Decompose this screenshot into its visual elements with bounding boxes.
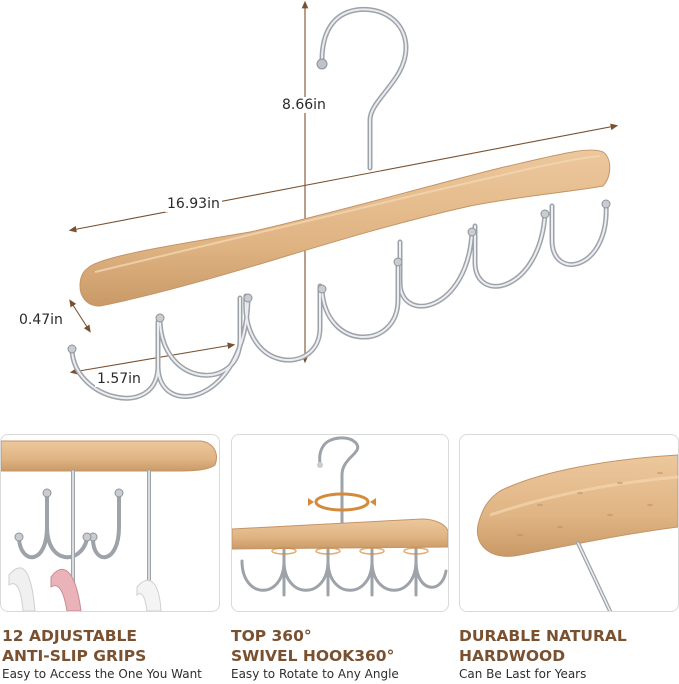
grips-closeup-image	[1, 440, 217, 611]
hardwood-closeup-image	[476, 454, 678, 611]
height-label: 8.66in	[280, 97, 328, 113]
swivel-closeup-image	[232, 436, 448, 597]
spacing-label: 1.57in	[95, 371, 143, 387]
hanger-drawing	[67, 0, 619, 401]
panel-swivel	[231, 434, 449, 612]
feature-3-subtitle: Can Be Last for Years	[459, 667, 587, 681]
panel-hardwood	[459, 434, 679, 612]
length-dimension-line	[68, 123, 619, 233]
feature-3-title-line1: DURABLE NATURAL	[459, 627, 627, 645]
feature-2-subtitle: Easy to Rotate to Any Angle	[231, 667, 399, 681]
feature-1-title-line2: ANTI-SLIP GRIPS	[2, 647, 147, 665]
length-label: 16.93in	[165, 196, 222, 212]
thickness-dimension-line	[69, 299, 91, 333]
feature-1-subtitle: Easy to Access the One You Want	[2, 667, 202, 681]
spacing-dimension-line	[69, 342, 236, 375]
panel-grips	[0, 434, 220, 612]
feature-2-title-line1: TOP 360°	[231, 627, 312, 645]
thickness-label: 0.47in	[19, 312, 63, 328]
feature-2-title-line2: SWIVEL HOOK360°	[231, 647, 395, 665]
feature-3-title-line2: HARDWOOD	[459, 647, 566, 665]
product-illustration	[67, 0, 619, 401]
feature-1-title-line1: 12 ADJUSTABLE	[2, 627, 137, 645]
